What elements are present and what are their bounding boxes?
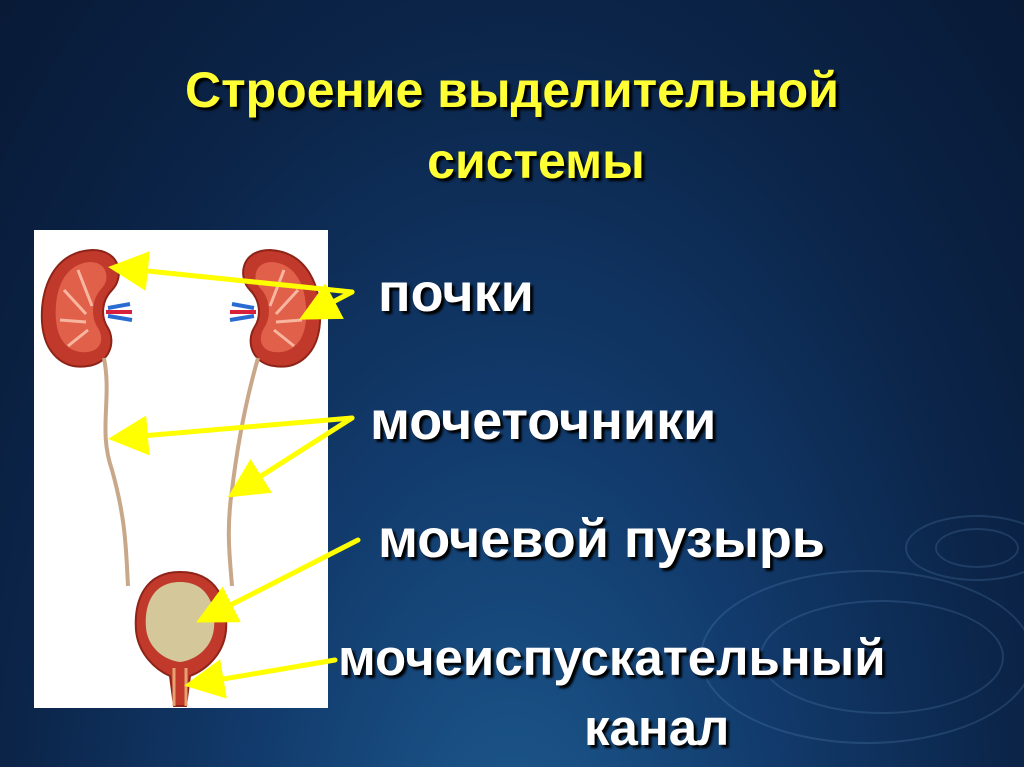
label-urethra-line-2: канал: [584, 699, 730, 756]
arrow-ureter-right: [227, 415, 355, 498]
left-ureter: [102, 357, 130, 587]
ripple-decoration: [905, 515, 1024, 581]
urinary-system-illustration: [34, 230, 328, 708]
arrow-urethra: [184, 657, 338, 699]
left-kidney: [40, 248, 133, 368]
arrow-bladder: [196, 537, 361, 623]
label-urethra-line-1: мочеиспускательный: [338, 629, 886, 686]
arrow-kidney-right: [299, 283, 355, 320]
label-kidneys: почки: [378, 263, 534, 323]
slide-title-line-2: системы: [427, 133, 645, 189]
slide-title-line-1: Строение выделительной: [185, 62, 839, 118]
label-bladder: мочевой пузырь: [378, 509, 826, 569]
urinary-system-drawing: [40, 248, 322, 707]
arrow-kidney-left: [108, 251, 355, 295]
ripple-decoration: [700, 570, 1024, 744]
label-ureters: мочеточники: [370, 391, 717, 451]
arrow-ureter-left: [108, 415, 355, 456]
